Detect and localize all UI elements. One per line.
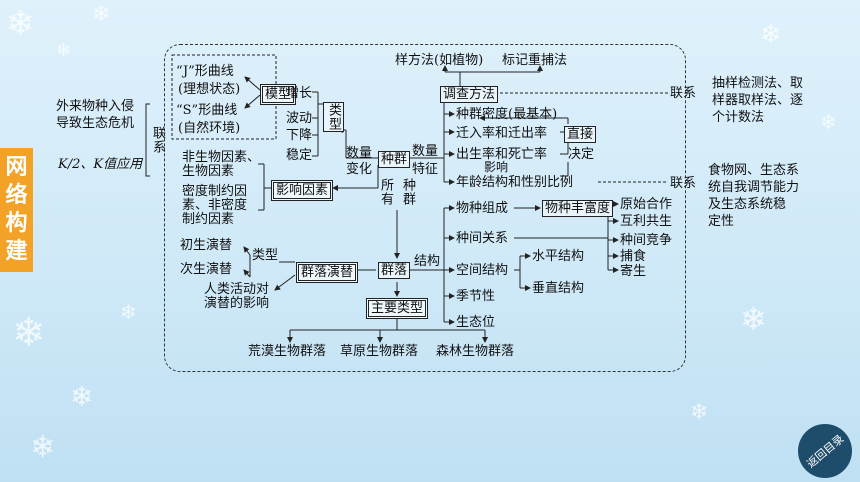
parasitism: 寄生 <box>620 264 647 279</box>
stable-node: 稳定 <box>286 148 313 163</box>
abiotic-2: 生物因素 <box>182 164 235 179</box>
age-sex: 年龄结构和性别比例 <box>456 175 574 190</box>
foodweb-4: 定性 <box>708 214 735 229</box>
s-curve: “S”形曲线 <box>176 103 238 118</box>
sampling-3: 个计数法 <box>712 110 765 125</box>
back-button-label: 返回目录 <box>804 432 847 471</box>
niche: 生态位 <box>456 315 496 330</box>
sampling-2: 样器取样法、逐 <box>712 93 804 108</box>
affect-label: 影响 <box>484 160 509 174</box>
all-label: 所有 <box>378 178 393 206</box>
model-box: 模型 <box>260 84 297 105</box>
grow-node: 增长 <box>286 86 313 101</box>
side-title-char: 建 <box>5 239 28 264</box>
foodweb-3: 及生态系统稳 <box>708 197 787 212</box>
horizontal-structure: 水平结构 <box>532 249 585 264</box>
secondary-succession: 次生演替 <box>180 262 233 277</box>
quantity-change-2: 变化 <box>346 162 373 177</box>
foodweb-2: 统自我调节能力 <box>708 180 800 195</box>
fluctuate-node: 波动 <box>286 111 313 126</box>
forest-community: 森林生物群落 <box>436 344 515 359</box>
grassland-community: 草原生物群落 <box>340 344 419 359</box>
quantity-feature-1: 数量 <box>412 144 439 159</box>
diagram-frame <box>164 44 686 372</box>
competition: 种间竞争 <box>620 233 673 248</box>
vertical-structure: 垂直结构 <box>532 281 585 296</box>
richness-box: 物种丰富度 <box>542 200 614 217</box>
density-3: 制约因素 <box>182 212 235 227</box>
seasonal: 季节性 <box>456 289 496 304</box>
structure-label: 结构 <box>414 254 441 269</box>
quantity-feature-2: 特征 <box>412 162 439 177</box>
mark-method: 标记重捕法 <box>502 53 568 68</box>
side-title-char: 络 <box>5 183 28 208</box>
invasion-text-1: 外来物种入侵 <box>56 99 135 114</box>
mutualism: 互利共生 <box>620 214 673 229</box>
cooperation: 原始合作 <box>620 197 673 212</box>
back-to-contents-button[interactable]: 返回目录 <box>798 424 852 478</box>
species-composition: 物种组成 <box>456 201 509 216</box>
abiotic-1: 非生物因素、 <box>182 150 261 165</box>
type-box: 类型 <box>323 102 344 132</box>
density-1: 密度制约因 <box>182 184 248 199</box>
succession-type: 类型 <box>252 248 279 263</box>
side-title-char: 网 <box>5 155 28 180</box>
predation: 捕食 <box>620 249 647 264</box>
human-impact-2: 演替的影响 <box>204 296 270 311</box>
main-type-box: 主要类型 <box>366 298 429 319</box>
desert-community: 荒漠生物群落 <box>248 344 327 359</box>
influence-box: 影响因素 <box>271 180 334 201</box>
primary-succession: 初生演替 <box>180 238 233 253</box>
interspecies: 种间关系 <box>456 231 509 246</box>
decline-node: 下降 <box>286 128 313 143</box>
community-box: 群落 <box>378 262 411 279</box>
j-curve-sub: (理想状态) <box>178 82 241 97</box>
foodweb-1: 食物网、生态系 <box>708 163 800 178</box>
population-all-label: 种群 <box>400 178 415 206</box>
link-left: 联系 <box>150 126 165 154</box>
sample-method: 样方法(如植物) <box>395 53 484 68</box>
migration: 迁入率和迁出率 <box>456 126 548 141</box>
sampling-1: 抽样检测法、取 <box>712 76 804 91</box>
human-impact-1: 人类活动对 <box>204 282 270 297</box>
density-basic: 种群密度(最基本) <box>456 107 558 122</box>
side-title: 网 络 构 建 <box>0 148 33 272</box>
direct-box: 直接 <box>564 126 597 143</box>
link-right-1: 联系 <box>670 86 697 101</box>
invasion-text-2: 导致生态危机 <box>56 116 135 131</box>
side-title-char: 构 <box>5 211 28 236</box>
succession-box: 群落演替 <box>296 262 359 283</box>
spatial-structure: 空间结构 <box>456 263 509 278</box>
population-box: 种群 <box>378 151 411 168</box>
s-curve-sub: (自然环境) <box>178 121 241 136</box>
density-2: 素、非密度 <box>182 198 248 213</box>
birth-death: 出生率和死亡率 <box>456 147 548 162</box>
decide-label: 决定 <box>568 147 595 162</box>
quantity-change-1: 数量 <box>346 146 373 161</box>
k-value-text: K/2、K值应用 <box>58 157 143 172</box>
link-right-2: 联系 <box>670 176 697 191</box>
j-curve: “J”形曲线 <box>176 64 234 79</box>
survey-box: 调查方法 <box>440 86 499 103</box>
